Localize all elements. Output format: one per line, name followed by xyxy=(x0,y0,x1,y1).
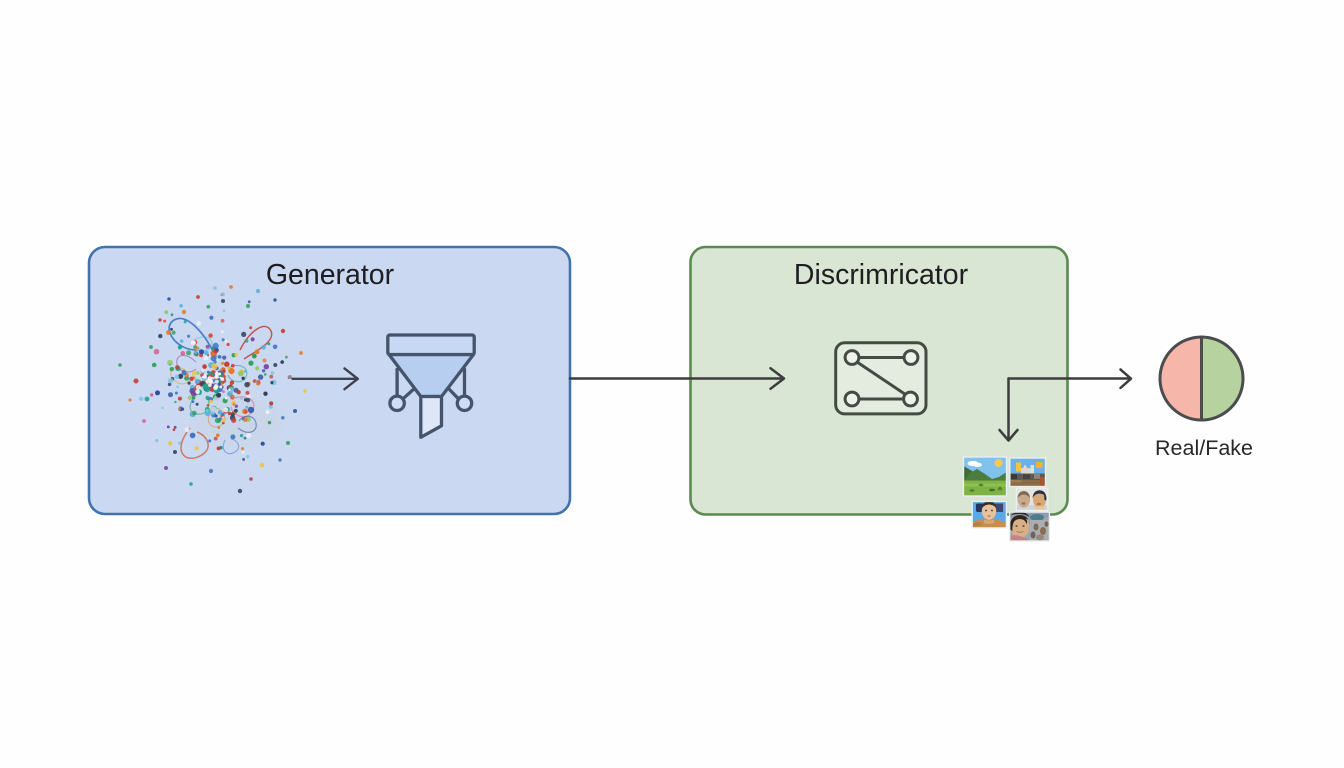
svg-text:Real/Fake: Real/Fake xyxy=(1155,436,1253,460)
svg-text:Generator: Generator xyxy=(266,259,395,291)
svg-text:Discrimricator: Discrimricator xyxy=(794,259,969,291)
